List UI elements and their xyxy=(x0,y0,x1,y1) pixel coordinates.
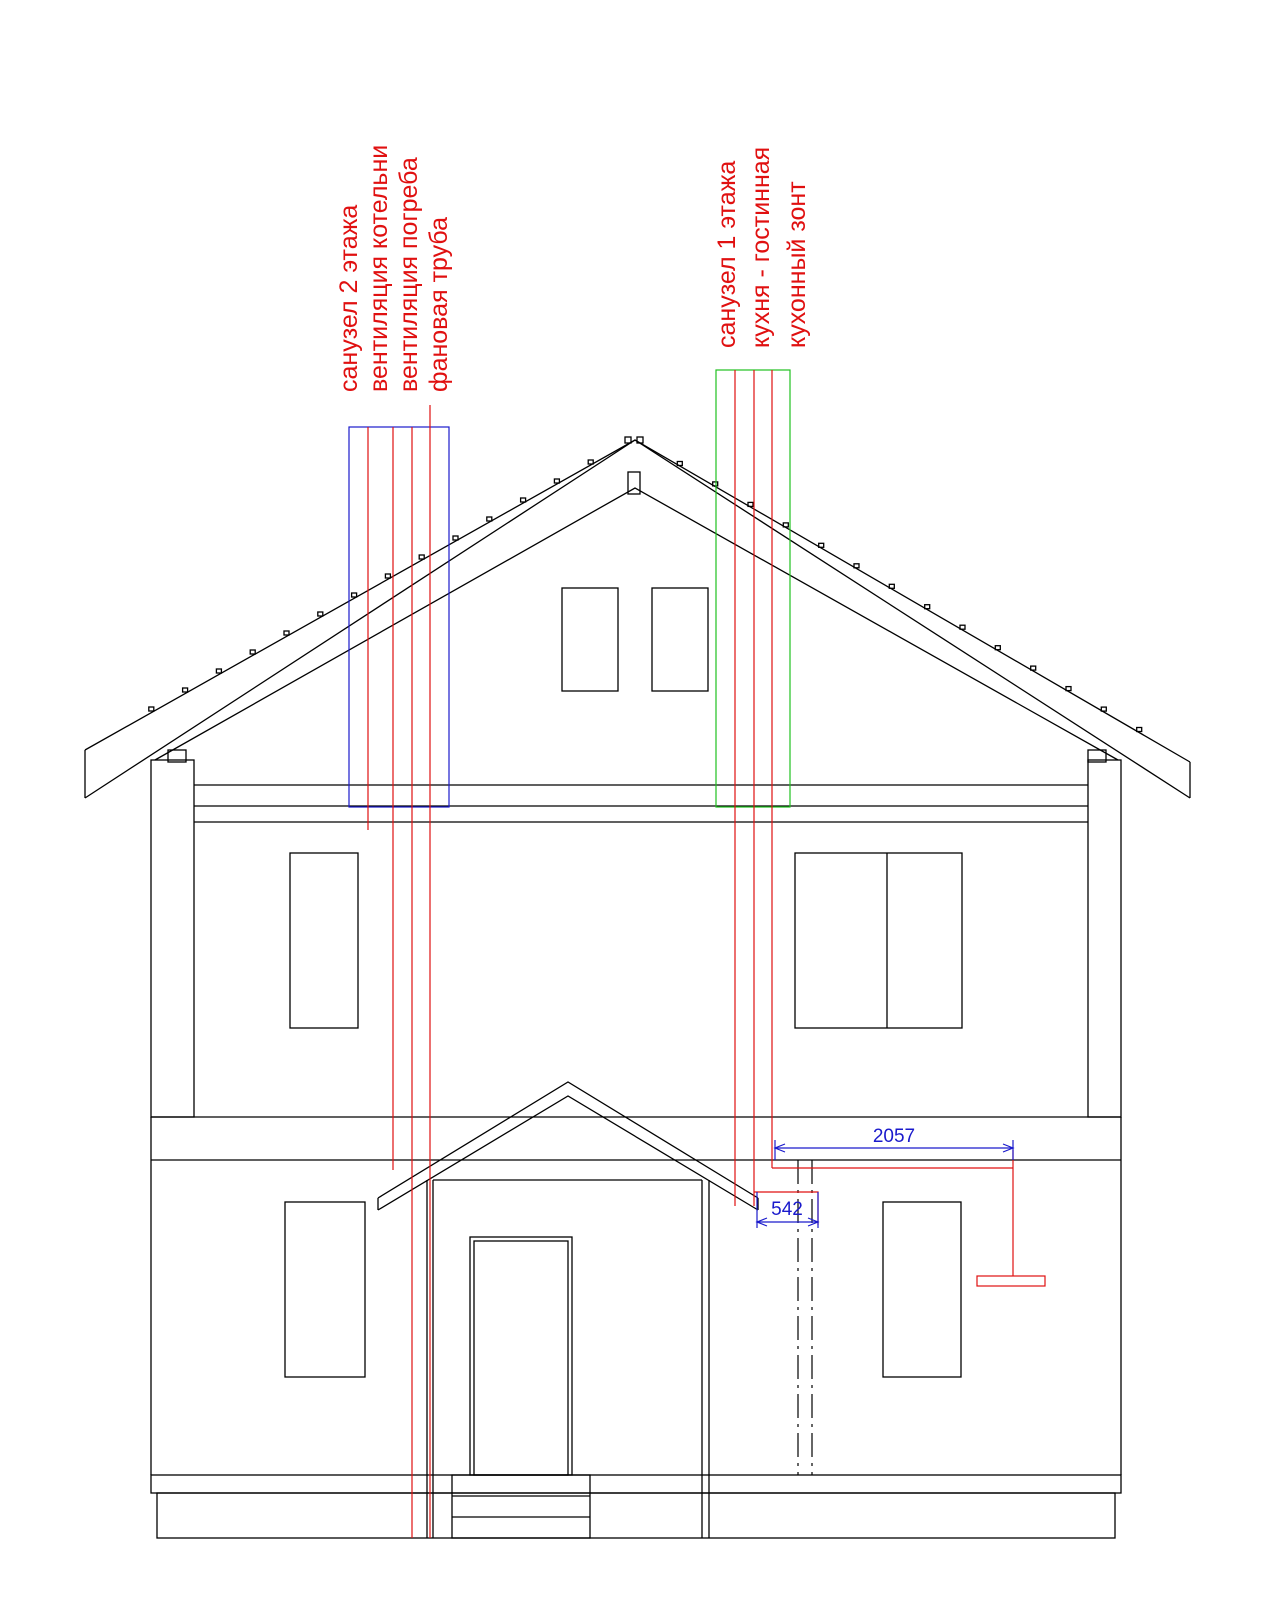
roof-tile-mark xyxy=(148,706,155,712)
label-vent-kotelnaya: вентиляция котельни xyxy=(365,145,393,392)
roof-tile-mark xyxy=(747,501,754,508)
entrance-steps xyxy=(451,1474,591,1539)
vent-pipes-left xyxy=(367,405,431,1538)
roof-tile-mark xyxy=(384,573,392,579)
roof-tile-mark xyxy=(486,516,493,522)
roof-tile-mark xyxy=(1136,726,1143,733)
entrance-door xyxy=(469,1236,573,1476)
ridge-vent-icon xyxy=(627,471,641,495)
kitchen-hood-icon xyxy=(976,1275,1046,1287)
window-1f-left xyxy=(284,1201,366,1378)
roof-tile-mark xyxy=(676,460,683,467)
roof-tile-mark xyxy=(994,645,1001,651)
vent-stack-left-box xyxy=(348,426,450,808)
vent-pipes-right xyxy=(734,370,1046,1287)
window-2f-right xyxy=(794,852,963,1029)
roof-tile-mark xyxy=(818,542,825,548)
label-kuhonny-zont: кухонный зонт xyxy=(783,181,811,348)
label-kuhnya-gostinnaya: кухня - гостинная xyxy=(747,147,775,348)
roof-tile-mark xyxy=(452,535,459,541)
roof-tile-mark xyxy=(1100,706,1107,712)
roof-tile-mark xyxy=(553,478,561,484)
annotation-labels-right: санузел 1 этажа кухня - гостинная кухонн… xyxy=(713,147,811,348)
label-vent-pogreb: вентиляция погреба xyxy=(395,157,423,392)
vent-stack-right-box xyxy=(715,369,791,808)
window-2f-left xyxy=(289,852,359,1029)
roof-tile-mark xyxy=(1065,685,1072,692)
dimension-542-label: 542 xyxy=(771,1199,803,1220)
roof-tile-mark xyxy=(587,459,594,465)
roof-tile-mark xyxy=(249,649,256,655)
dimension-2057: 2057 xyxy=(773,1126,1015,1160)
roof-tile-mark xyxy=(215,668,223,674)
roof-tile-mark xyxy=(1030,665,1037,671)
roof-tile-mark xyxy=(782,522,789,528)
roof-tiles-right xyxy=(676,460,1143,733)
roof-tile-mark xyxy=(418,554,425,560)
annotation-labels-left: санузел 2 этажа вентиляция котельни вент… xyxy=(335,145,453,392)
roof-tile-mark xyxy=(519,497,527,503)
gable-window-left xyxy=(561,587,619,692)
label-sanuzel-1: санузел 1 этажа xyxy=(713,161,741,348)
roof-tile-mark xyxy=(853,563,860,569)
gable-window-right xyxy=(651,587,709,692)
dimension-2057-label: 2057 xyxy=(873,1126,915,1147)
porch-canopy xyxy=(377,1081,759,1538)
roof-tile-mark xyxy=(317,611,324,617)
roof-tile-mark xyxy=(350,592,358,598)
building-walls xyxy=(150,749,1122,1539)
label-sanuzel-2: санузел 2 этажа xyxy=(335,205,363,392)
window-1f-right xyxy=(882,1201,962,1378)
roof-tile-mark xyxy=(712,481,719,487)
roof-tile-mark xyxy=(181,687,189,693)
label-fanovaya-truba: фановая труба xyxy=(425,217,453,392)
roof xyxy=(84,436,1191,799)
roof-tile-mark xyxy=(959,624,966,630)
dimension-542: 542 xyxy=(755,1192,820,1228)
roof-tile-mark xyxy=(283,630,290,636)
roof-tile-mark xyxy=(888,583,895,589)
roof-tiles-left xyxy=(148,459,594,712)
roof-tile-mark xyxy=(924,604,931,610)
